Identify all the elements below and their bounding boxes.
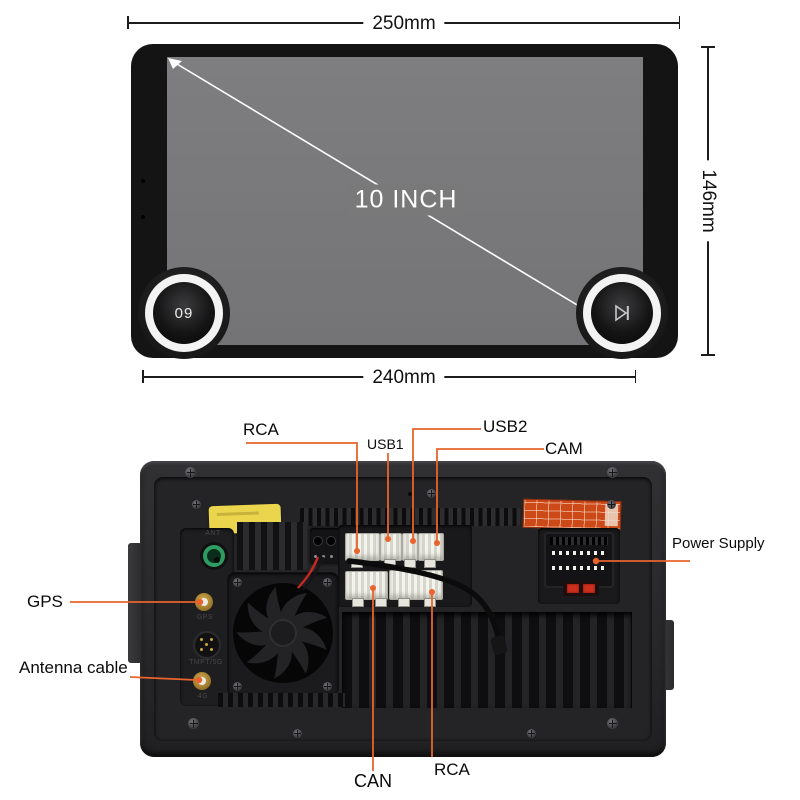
power-pins-row [552, 551, 606, 555]
vent-slots-main [342, 612, 632, 708]
cam-label: CAM [545, 439, 583, 458]
screw-icon [323, 682, 332, 691]
screw-icon [323, 578, 332, 587]
socket-pin [330, 555, 333, 558]
screw-icon [192, 500, 201, 509]
screw-icon [427, 489, 436, 498]
screw-icon [293, 729, 302, 738]
vent-slots-fan [218, 693, 345, 707]
dim-cap [701, 354, 715, 356]
socket-pin [314, 555, 317, 558]
dim-side-label: 146mm [697, 160, 719, 242]
usb1-label: USB1 [367, 436, 404, 452]
dim-top-label: 250mm [363, 13, 445, 35]
screw-icon [607, 467, 618, 478]
gps-label: GPS [27, 592, 63, 611]
tmpt-connector [193, 631, 221, 659]
ant-connector [200, 542, 228, 570]
connector-tab [424, 559, 436, 568]
screw-icon [188, 718, 199, 729]
rca-top-label: RCA [243, 420, 279, 439]
next-track-icon [615, 304, 629, 322]
antenna-label: Antenna cable [19, 658, 128, 677]
dim-cap [127, 16, 129, 29]
rca-bottom-label: RCA [434, 760, 470, 779]
mount-tab-left [128, 543, 142, 663]
connector-tab [375, 598, 387, 607]
screw-icon [233, 578, 242, 587]
can-connector [345, 571, 388, 600]
connector-tab [352, 598, 364, 607]
g4-text: 4G [197, 693, 209, 700]
black-socket [310, 528, 340, 564]
cam-connector [418, 533, 444, 561]
connector-tab [384, 559, 396, 568]
mic-hole [141, 179, 145, 183]
fuse [563, 581, 599, 596]
screw-icon [607, 718, 618, 729]
dim-cap [634, 370, 636, 383]
screw-icon [233, 682, 242, 691]
dim-cap [142, 370, 144, 383]
screw-icon [185, 467, 196, 478]
connector-tab [398, 598, 410, 607]
volume-knob: 09 [138, 267, 230, 359]
antenna-4g-connector [193, 672, 211, 690]
power-supply-label: Power Supply [672, 535, 765, 552]
screen-size-label: 10 INCH [347, 184, 465, 216]
screw-icon [527, 729, 536, 738]
mic-hole [141, 215, 145, 219]
tmpt-text: TMPT/5G [189, 659, 223, 666]
connector-tab [351, 559, 363, 568]
rca-connector [345, 533, 380, 561]
track-knob [576, 267, 668, 359]
knob-left-label: 09 [174, 304, 194, 322]
connector-tab [404, 559, 416, 568]
heatsink-fins [237, 522, 307, 570]
gps-connector [195, 593, 213, 611]
gps-text: GPS [196, 614, 214, 621]
dim-cap [701, 46, 715, 48]
usb2-connector [402, 533, 418, 561]
connector-tab [424, 598, 436, 607]
socket-pin [322, 555, 325, 558]
can-label: CAN [354, 771, 393, 791]
socket-hole [313, 536, 323, 546]
usb2-label: USB2 [483, 417, 528, 436]
ant-text: ANT [205, 530, 221, 537]
pin-hole [408, 492, 412, 496]
dim-cap [678, 16, 680, 29]
power-pins-row [552, 566, 606, 570]
power-comb [550, 537, 608, 545]
usb1-connector [380, 533, 402, 561]
rca2-connector [389, 570, 443, 600]
vent-slots-top [300, 508, 520, 526]
dim-bottom-label: 240mm [363, 367, 445, 389]
cooling-fan [228, 573, 338, 695]
screw-icon [607, 500, 616, 509]
socket-hole [326, 536, 336, 546]
